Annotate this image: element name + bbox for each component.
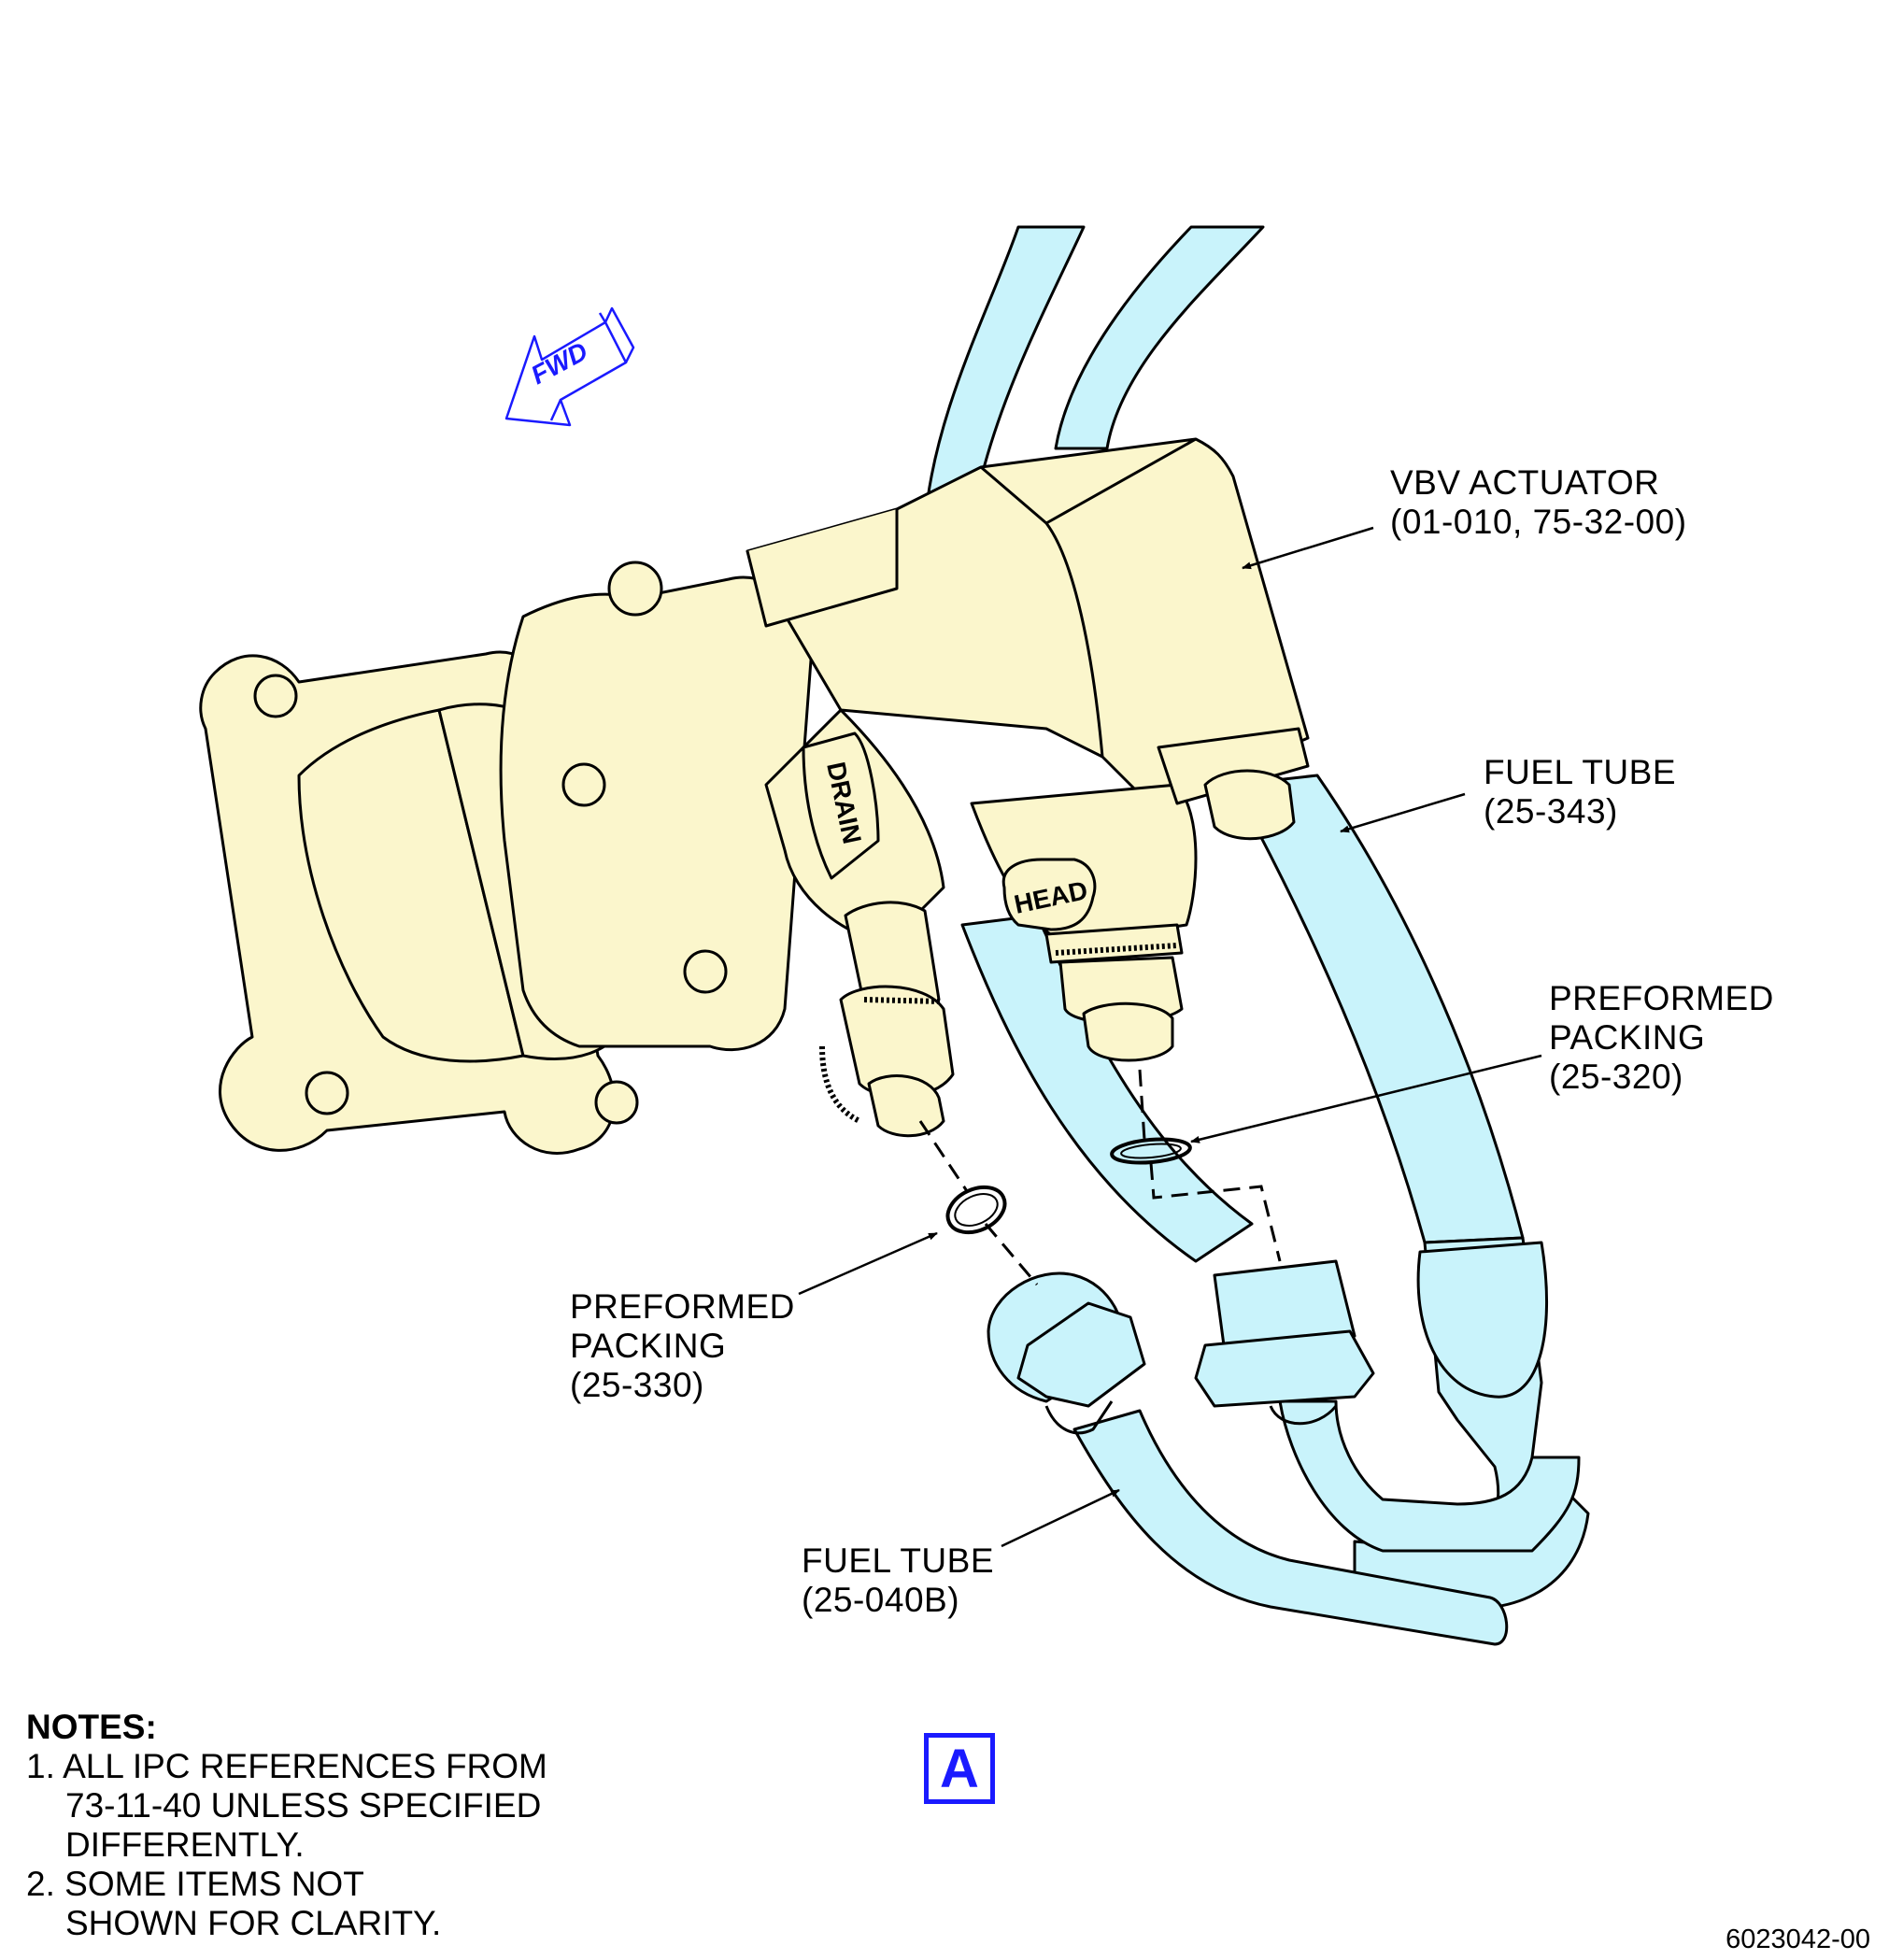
figure-id: 6023042-00 — [1726, 1924, 1870, 1954]
callout-fuel-tube-040b-line1: FUEL TUBE — [802, 1541, 994, 1580]
callout-fuel-tube-343-line1: FUEL TUBE — [1484, 753, 1676, 791]
callout-packing-320-line3: (25-320) — [1549, 1058, 1683, 1096]
notes-block: NOTES: 1. ALL IPC REFERENCES FROM 73-11-… — [26, 1708, 547, 1943]
fwd-arrow-icon — [504, 306, 635, 427]
preformed-packing-25-330 — [945, 1185, 1007, 1235]
note-1-line2: 73-11-40 UNLESS SPECIFIED — [65, 1786, 542, 1825]
callout-fuel-tube-343: FUEL TUBE (25-343) — [1484, 753, 1676, 831]
callout-packing-330-line3: (25-330) — [570, 1366, 704, 1404]
callout-vbv-actuator: VBV ACTUATOR (01-010, 75-32-00) — [1390, 463, 1687, 542]
leader-lines — [798, 526, 1542, 1548]
fitting-knurls — [819, 943, 1178, 1124]
view-label-box: A — [924, 1733, 995, 1804]
install-centerlines — [918, 1069, 1282, 1285]
callout-packing-320-line1: PREFORMED — [1549, 979, 1774, 1017]
note-2-line2: SHOWN FOR CLARITY. — [65, 1904, 442, 1942]
callout-fuel-tube-343-line2: (25-343) — [1484, 792, 1618, 831]
callout-packing-320: PREFORMED PACKING (25-320) — [1549, 979, 1774, 1097]
note-2-line1: 2. SOME ITEMS NOT — [26, 1865, 364, 1903]
note-1-line1: 1. ALL IPC REFERENCES FROM — [26, 1747, 547, 1785]
callout-fuel-tube-040b: FUEL TUBE (25-040B) — [802, 1541, 994, 1620]
vbv-actuator-body — [199, 437, 1310, 1155]
callout-vbv-actuator-line1: VBV ACTUATOR — [1390, 463, 1660, 502]
callout-packing-330-line1: PREFORMED — [570, 1287, 795, 1326]
callout-packing-330: PREFORMED PACKING (25-330) — [570, 1287, 795, 1405]
preformed-packing-25-320 — [1110, 1137, 1192, 1165]
fuel-tube-25-040b — [960, 914, 1581, 1646]
callout-vbv-actuator-line2: (01-010, 75-32-00) — [1390, 503, 1687, 541]
callout-packing-320-line2: PACKING — [1549, 1018, 1706, 1057]
view-label: A — [940, 1738, 979, 1799]
callout-packing-330-line2: PACKING — [570, 1327, 727, 1365]
callout-fuel-tube-040b-line2: (25-040B) — [802, 1581, 960, 1619]
notes-title: NOTES: — [26, 1708, 157, 1746]
note-1-line3: DIFFERENTLY. — [65, 1825, 305, 1864]
